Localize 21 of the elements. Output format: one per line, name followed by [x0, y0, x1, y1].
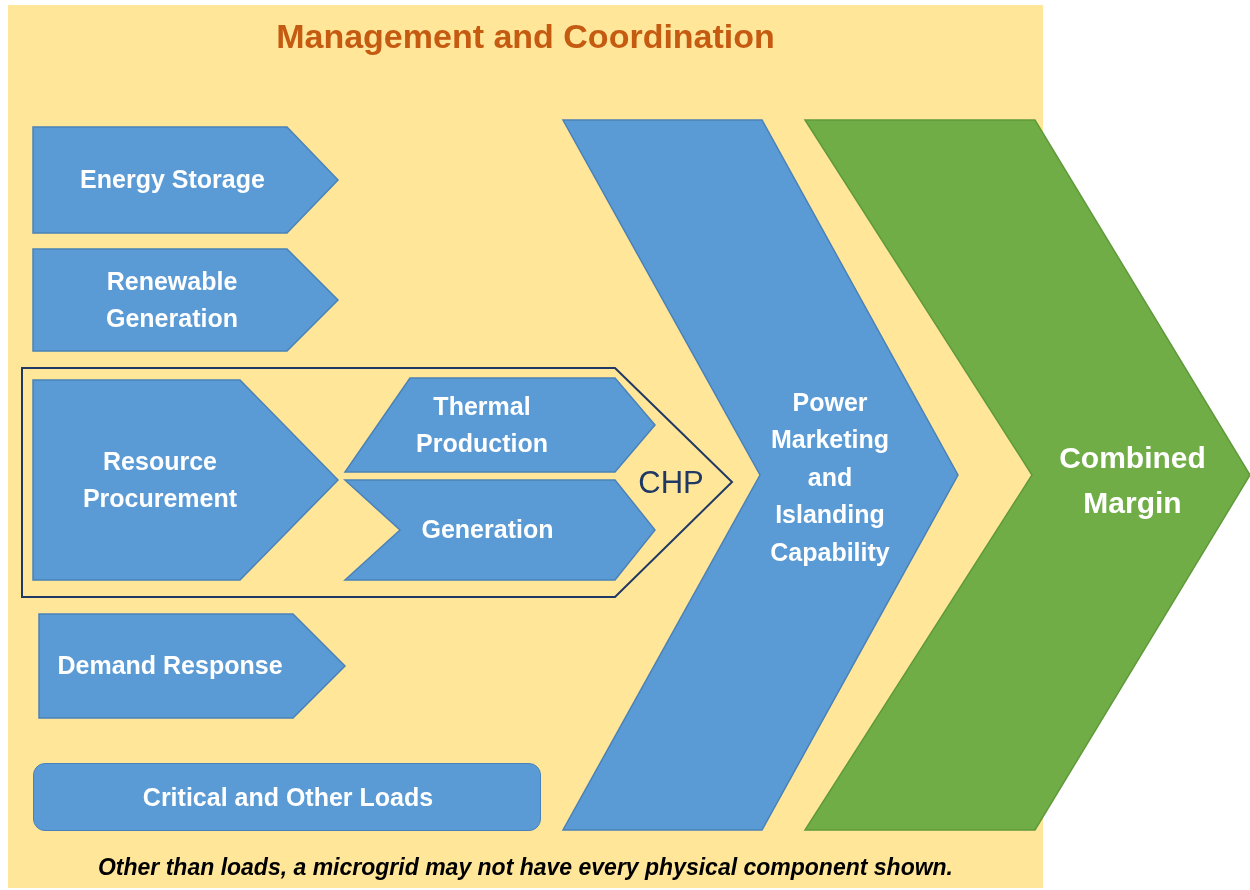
node-label: Renewable Generation — [105, 265, 239, 334]
node-label: Energy Storage — [80, 164, 265, 196]
node-label: Critical and Other Loads — [142, 782, 434, 814]
background-panel — [8, 5, 1043, 888]
outline-chevron — [22, 368, 732, 597]
chevron-shape — [563, 120, 958, 830]
chevron-shape — [33, 249, 338, 351]
node-label: Demand Response — [57, 650, 283, 682]
chevron-shape — [33, 380, 338, 580]
group-label: CHP — [638, 463, 704, 502]
node-label: Thermal Production — [415, 390, 549, 459]
node-label: Generation — [421, 514, 554, 546]
node-label: Power Marketing and Islanding Capability — [769, 386, 891, 568]
node-label: Combined Margin — [1058, 440, 1207, 521]
panel-title: Management and Coordination — [276, 15, 775, 57]
chevron-shape — [33, 127, 338, 233]
chevron-shape — [39, 614, 345, 718]
rounded-box — [33, 763, 541, 831]
chevron-shape — [345, 378, 655, 472]
footnote: Other than loads, a microgrid may not have every physical component shown. — [97, 852, 953, 882]
node-label: Resource Procurement — [81, 445, 239, 514]
